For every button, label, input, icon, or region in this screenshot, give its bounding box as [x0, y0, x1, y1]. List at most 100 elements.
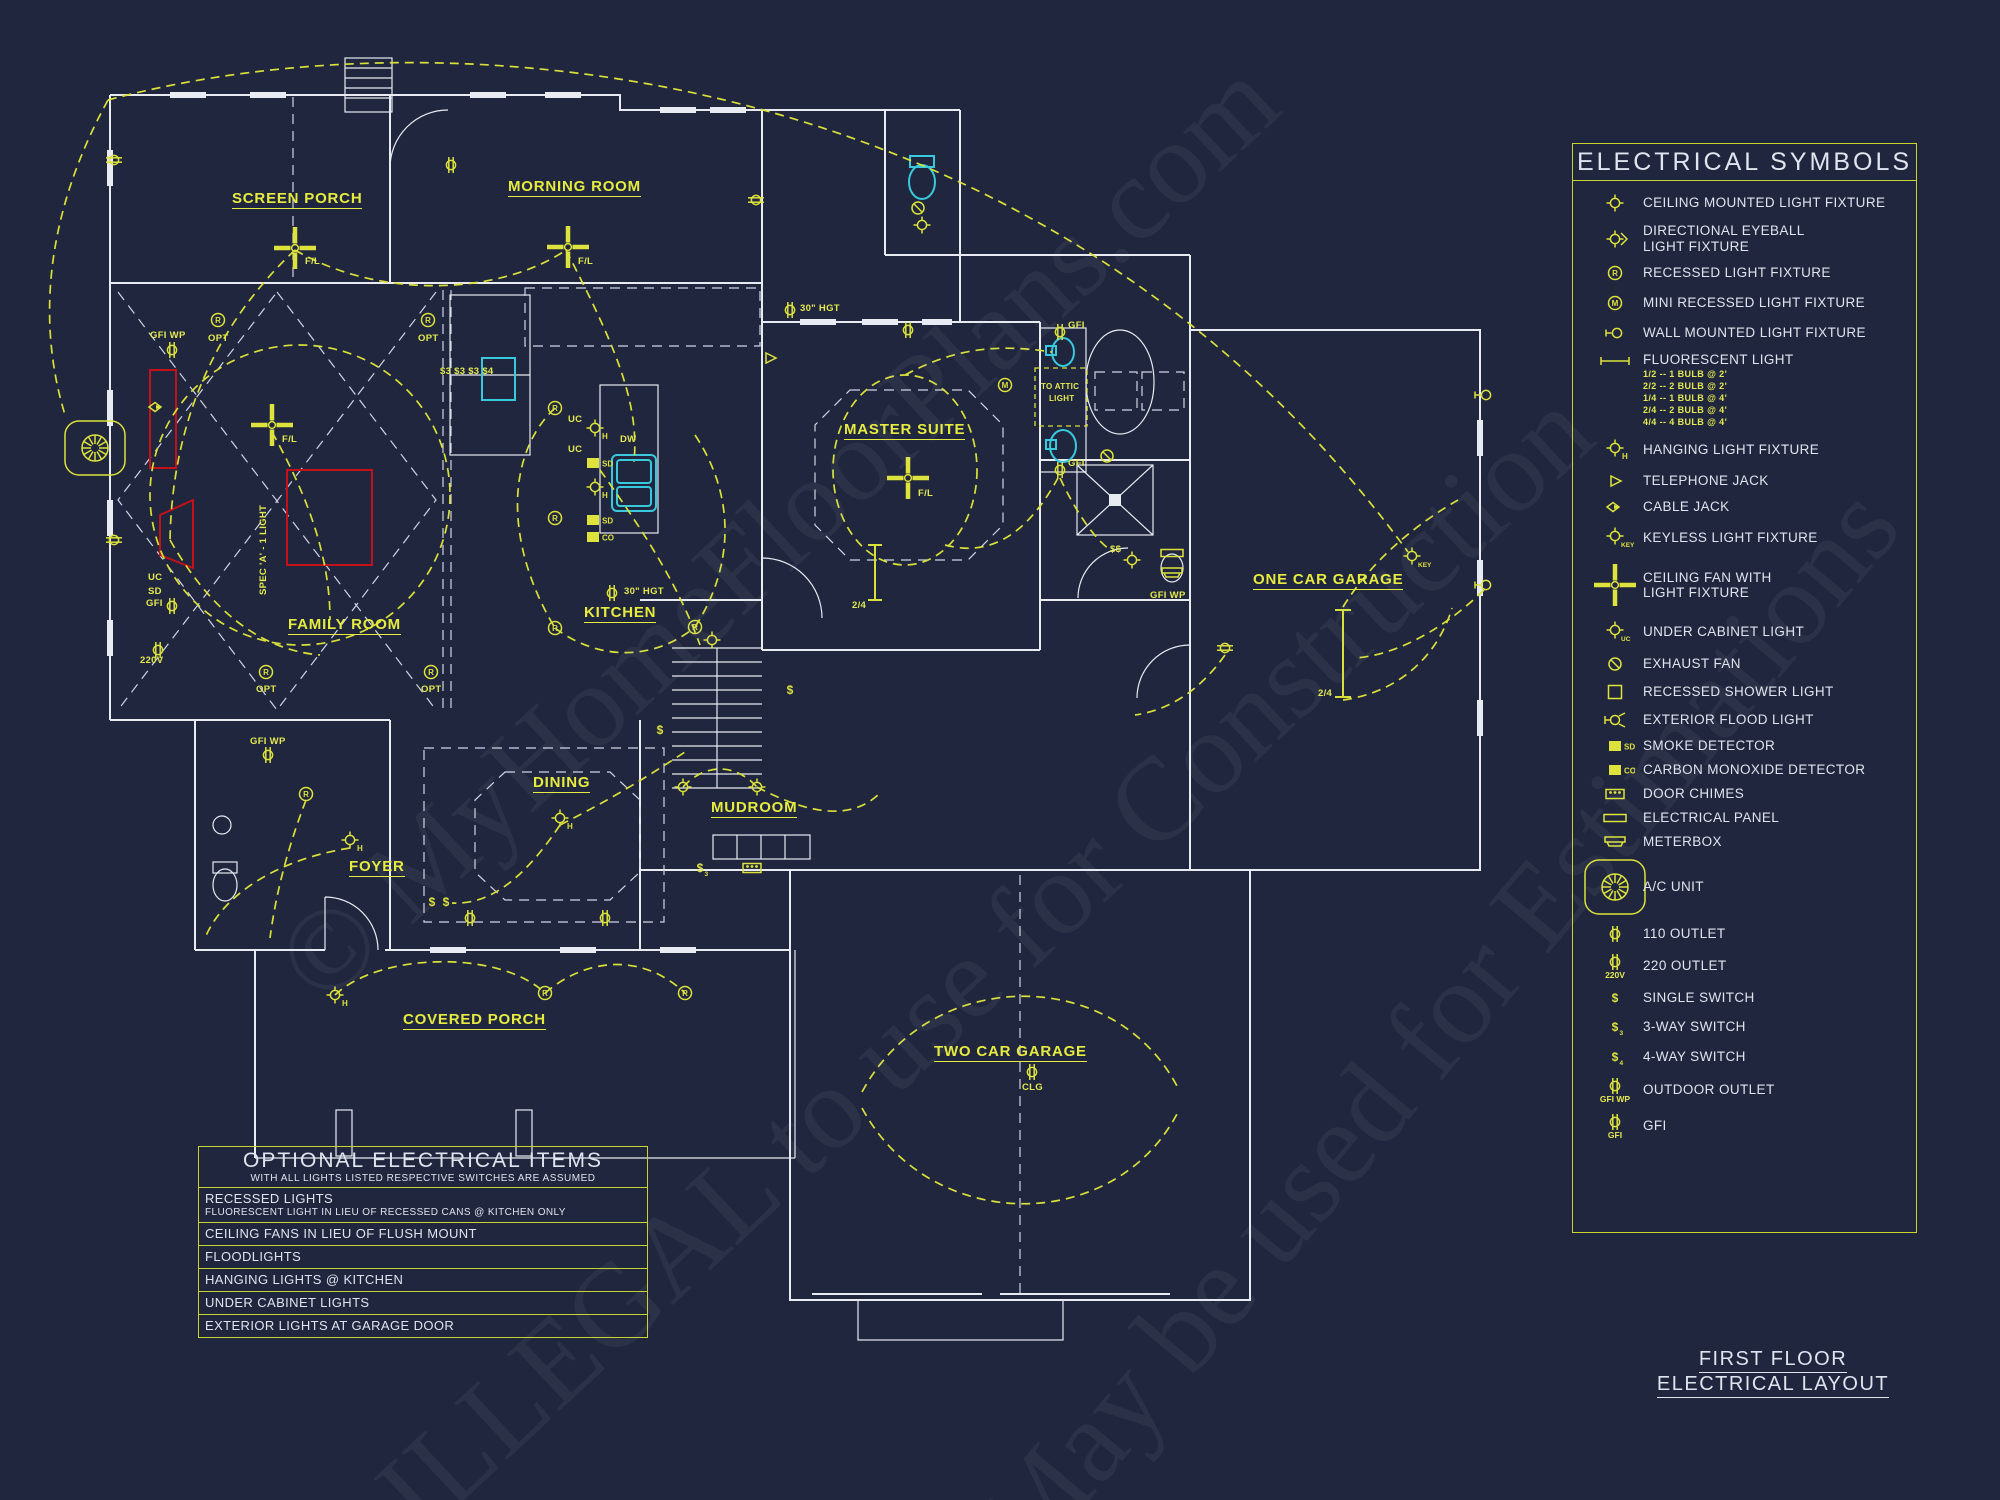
- legend-item: EXTERIOR FLOOD LIGHT: [1587, 710, 1908, 730]
- keyless-light-icon: [1587, 524, 1643, 552]
- gfi-wp-note: GFI WP: [1150, 590, 1186, 601]
- under-cabinet-note: UC: [148, 572, 163, 583]
- attic-note: LIGHT: [1049, 394, 1075, 403]
- cable-jack-icon: [1587, 498, 1643, 516]
- ac-unit-icon: [1584, 858, 1646, 916]
- single-switch-icon: [1587, 988, 1643, 1008]
- fan-light-note: F/L: [918, 488, 934, 499]
- opt-note: OPT: [256, 684, 277, 695]
- legend-item: WALL MOUNTED LIGHT FIXTURE: [1587, 322, 1908, 344]
- legend-item: UNDER CABINET LIGHT: [1587, 618, 1908, 646]
- gfi-wp-note: GFI WP: [150, 330, 186, 341]
- height-note: 30" HGT: [624, 586, 664, 597]
- gfi-note: GFI: [1068, 458, 1085, 469]
- fluorescent-size-note: 2/4: [1318, 688, 1333, 699]
- meterbox-icon: [1587, 834, 1643, 850]
- sheet-title: FIRST FLOOR ELECTRICAL LAYOUT: [1638, 1348, 1908, 1398]
- voltage-note: 220V: [140, 655, 164, 666]
- room-label-family-room: FAMILY ROOM: [288, 616, 401, 635]
- room-label-screen-porch: SCREEN PORCH: [232, 190, 363, 209]
- wiring-layer: [48, 61, 1485, 1205]
- legend-item: HANGING LIGHT FIXTURE: [1587, 436, 1908, 464]
- legend-item: 3-WAY SWITCH: [1587, 1016, 1908, 1038]
- optional-table-subtitle: WITH ALL LIGHTS LISTED RESPECTIVE SWITCH…: [250, 1173, 596, 1184]
- eyeball-light-icon: [1587, 224, 1643, 254]
- fireplace: [149, 369, 373, 570]
- legend-item: CABLE JACK: [1587, 498, 1908, 516]
- electrical-panel-icon: [1587, 811, 1643, 825]
- outlet-110-icon: [1587, 924, 1643, 944]
- legend-item: RECESSED SHOWER LIGHT: [1587, 682, 1908, 702]
- window-ticks: [107, 92, 1483, 953]
- optional-table-title: OPTIONAL ELECTRICAL ITEMS: [242, 1149, 603, 1172]
- legend-item: METERBOX: [1587, 834, 1908, 850]
- four-way-switch-icon: [1587, 1046, 1643, 1068]
- switch-pair-note: $$: [1110, 544, 1122, 555]
- switch-cluster-note: $3 $3 $3 $4: [440, 366, 494, 377]
- legend-item: GFI WP OUTDOOR OUTLET: [1587, 1076, 1908, 1104]
- legend-item: ELECTRICAL PANEL: [1587, 810, 1908, 826]
- dishwasher-note: DW: [620, 434, 637, 445]
- fan-light-note: F/L: [282, 434, 298, 445]
- room-label-morning-room: MORNING ROOM: [508, 178, 641, 197]
- ceiling-lines-layer: [117, 97, 1185, 1295]
- opt-note: OPT: [208, 333, 229, 344]
- co-detector-icon: [1587, 762, 1643, 778]
- ceiling-fan-icon: [1587, 560, 1643, 610]
- legend-item: 4-WAY SWITCH: [1587, 1046, 1908, 1068]
- legend-item: SMOKE DETECTOR: [1587, 738, 1908, 754]
- fan-light-note: F/L: [305, 256, 321, 267]
- opt-note: OPT: [418, 333, 439, 344]
- under-cabinet-note: UC: [568, 444, 583, 455]
- outdoor-outlet-icon: GFI WP: [1587, 1076, 1643, 1104]
- legend-item: CEILING MOUNTED LIGHT FIXTURE: [1587, 191, 1908, 215]
- recessed-light-icon: [1587, 262, 1643, 284]
- ceiling-outlet-note: CLG: [1022, 1082, 1043, 1093]
- legend-item: 110 OUTLET: [1587, 924, 1908, 944]
- smoke-detector-note: SD: [148, 586, 162, 597]
- fluorescent-size-note: 2/4: [852, 600, 867, 611]
- room-label-one-car-garage: ONE CAR GARAGE: [1253, 571, 1404, 590]
- legend-item: FLUORESCENT LIGHT 1/2 -- 1 BULB @ 2' 2/2…: [1587, 352, 1908, 428]
- optional-table-row: UNDER CABINET LIGHTS: [199, 1291, 647, 1314]
- legend-item: CARBON MONOXIDE DETECTOR: [1587, 762, 1908, 778]
- door-chimes-icon: [1587, 786, 1643, 802]
- legend-item: MINI RECESSED LIGHT FIXTURE: [1587, 292, 1908, 314]
- height-note: 30" HGT: [800, 303, 840, 314]
- legend-item: SINGLE SWITCH: [1587, 988, 1908, 1008]
- smoke-detector-icon: [1587, 738, 1643, 754]
- hanging-light-icon: [1587, 436, 1643, 464]
- gfi-note: GFI: [146, 598, 163, 609]
- electrical-symbols-legend: ELECTRICAL SYMBOLS CEILING MOUNTED LIGHT…: [1572, 143, 1917, 1233]
- gfi-outlet-icon: GFI: [1587, 1112, 1643, 1140]
- legend-title: ELECTRICAL SYMBOLS: [1573, 144, 1916, 181]
- optional-table-row: CEILING FANS IN LIEU OF FLUSH MOUNT: [199, 1222, 647, 1245]
- legend-item: KEYLESS LIGHT FIXTURE: [1587, 524, 1908, 552]
- optional-table-row: RECESSED LIGHTS FLUORESCENT LIGHT IN LIE…: [199, 1187, 647, 1222]
- mini-recessed-light-icon: [1587, 292, 1643, 314]
- room-label-foyer: FOYER: [349, 858, 405, 877]
- under-cabinet-note: UC: [568, 414, 583, 425]
- wall-light-icon: [1587, 322, 1643, 344]
- legend-item: 220V 220 OUTLET: [1587, 952, 1908, 980]
- gfi-note: GFI: [1068, 320, 1085, 331]
- room-label-dining: DINING: [533, 774, 591, 793]
- walls-layer: [107, 57, 1483, 1341]
- attic-note: TO ATTIC: [1041, 382, 1080, 391]
- optional-electrical-items-table: OPTIONAL ELECTRICAL ITEMS WITH ALL LIGHT…: [198, 1146, 648, 1338]
- room-label-kitchen: KITCHEN: [584, 604, 657, 623]
- under-cabinet-light-icon: [1587, 618, 1643, 646]
- optional-table-row: EXTERIOR LIGHTS AT GARAGE DOOR: [199, 1314, 647, 1337]
- exhaust-fan-icon: [1587, 654, 1643, 674]
- legend-item: TELEPHONE JACK: [1587, 472, 1908, 490]
- outlet-220-icon: 220V: [1587, 952, 1643, 980]
- legend-item: RECESSED LIGHT FIXTURE: [1587, 262, 1908, 284]
- sheet-title-line2: ELECTRICAL LAYOUT: [1656, 1373, 1890, 1398]
- legend-item: EXHAUST FAN: [1587, 654, 1908, 674]
- optional-table-row: HANGING LIGHTS @ KITCHEN: [199, 1268, 647, 1291]
- telephone-jack-icon: [1587, 472, 1643, 490]
- three-way-switch-icon: [1587, 1016, 1643, 1038]
